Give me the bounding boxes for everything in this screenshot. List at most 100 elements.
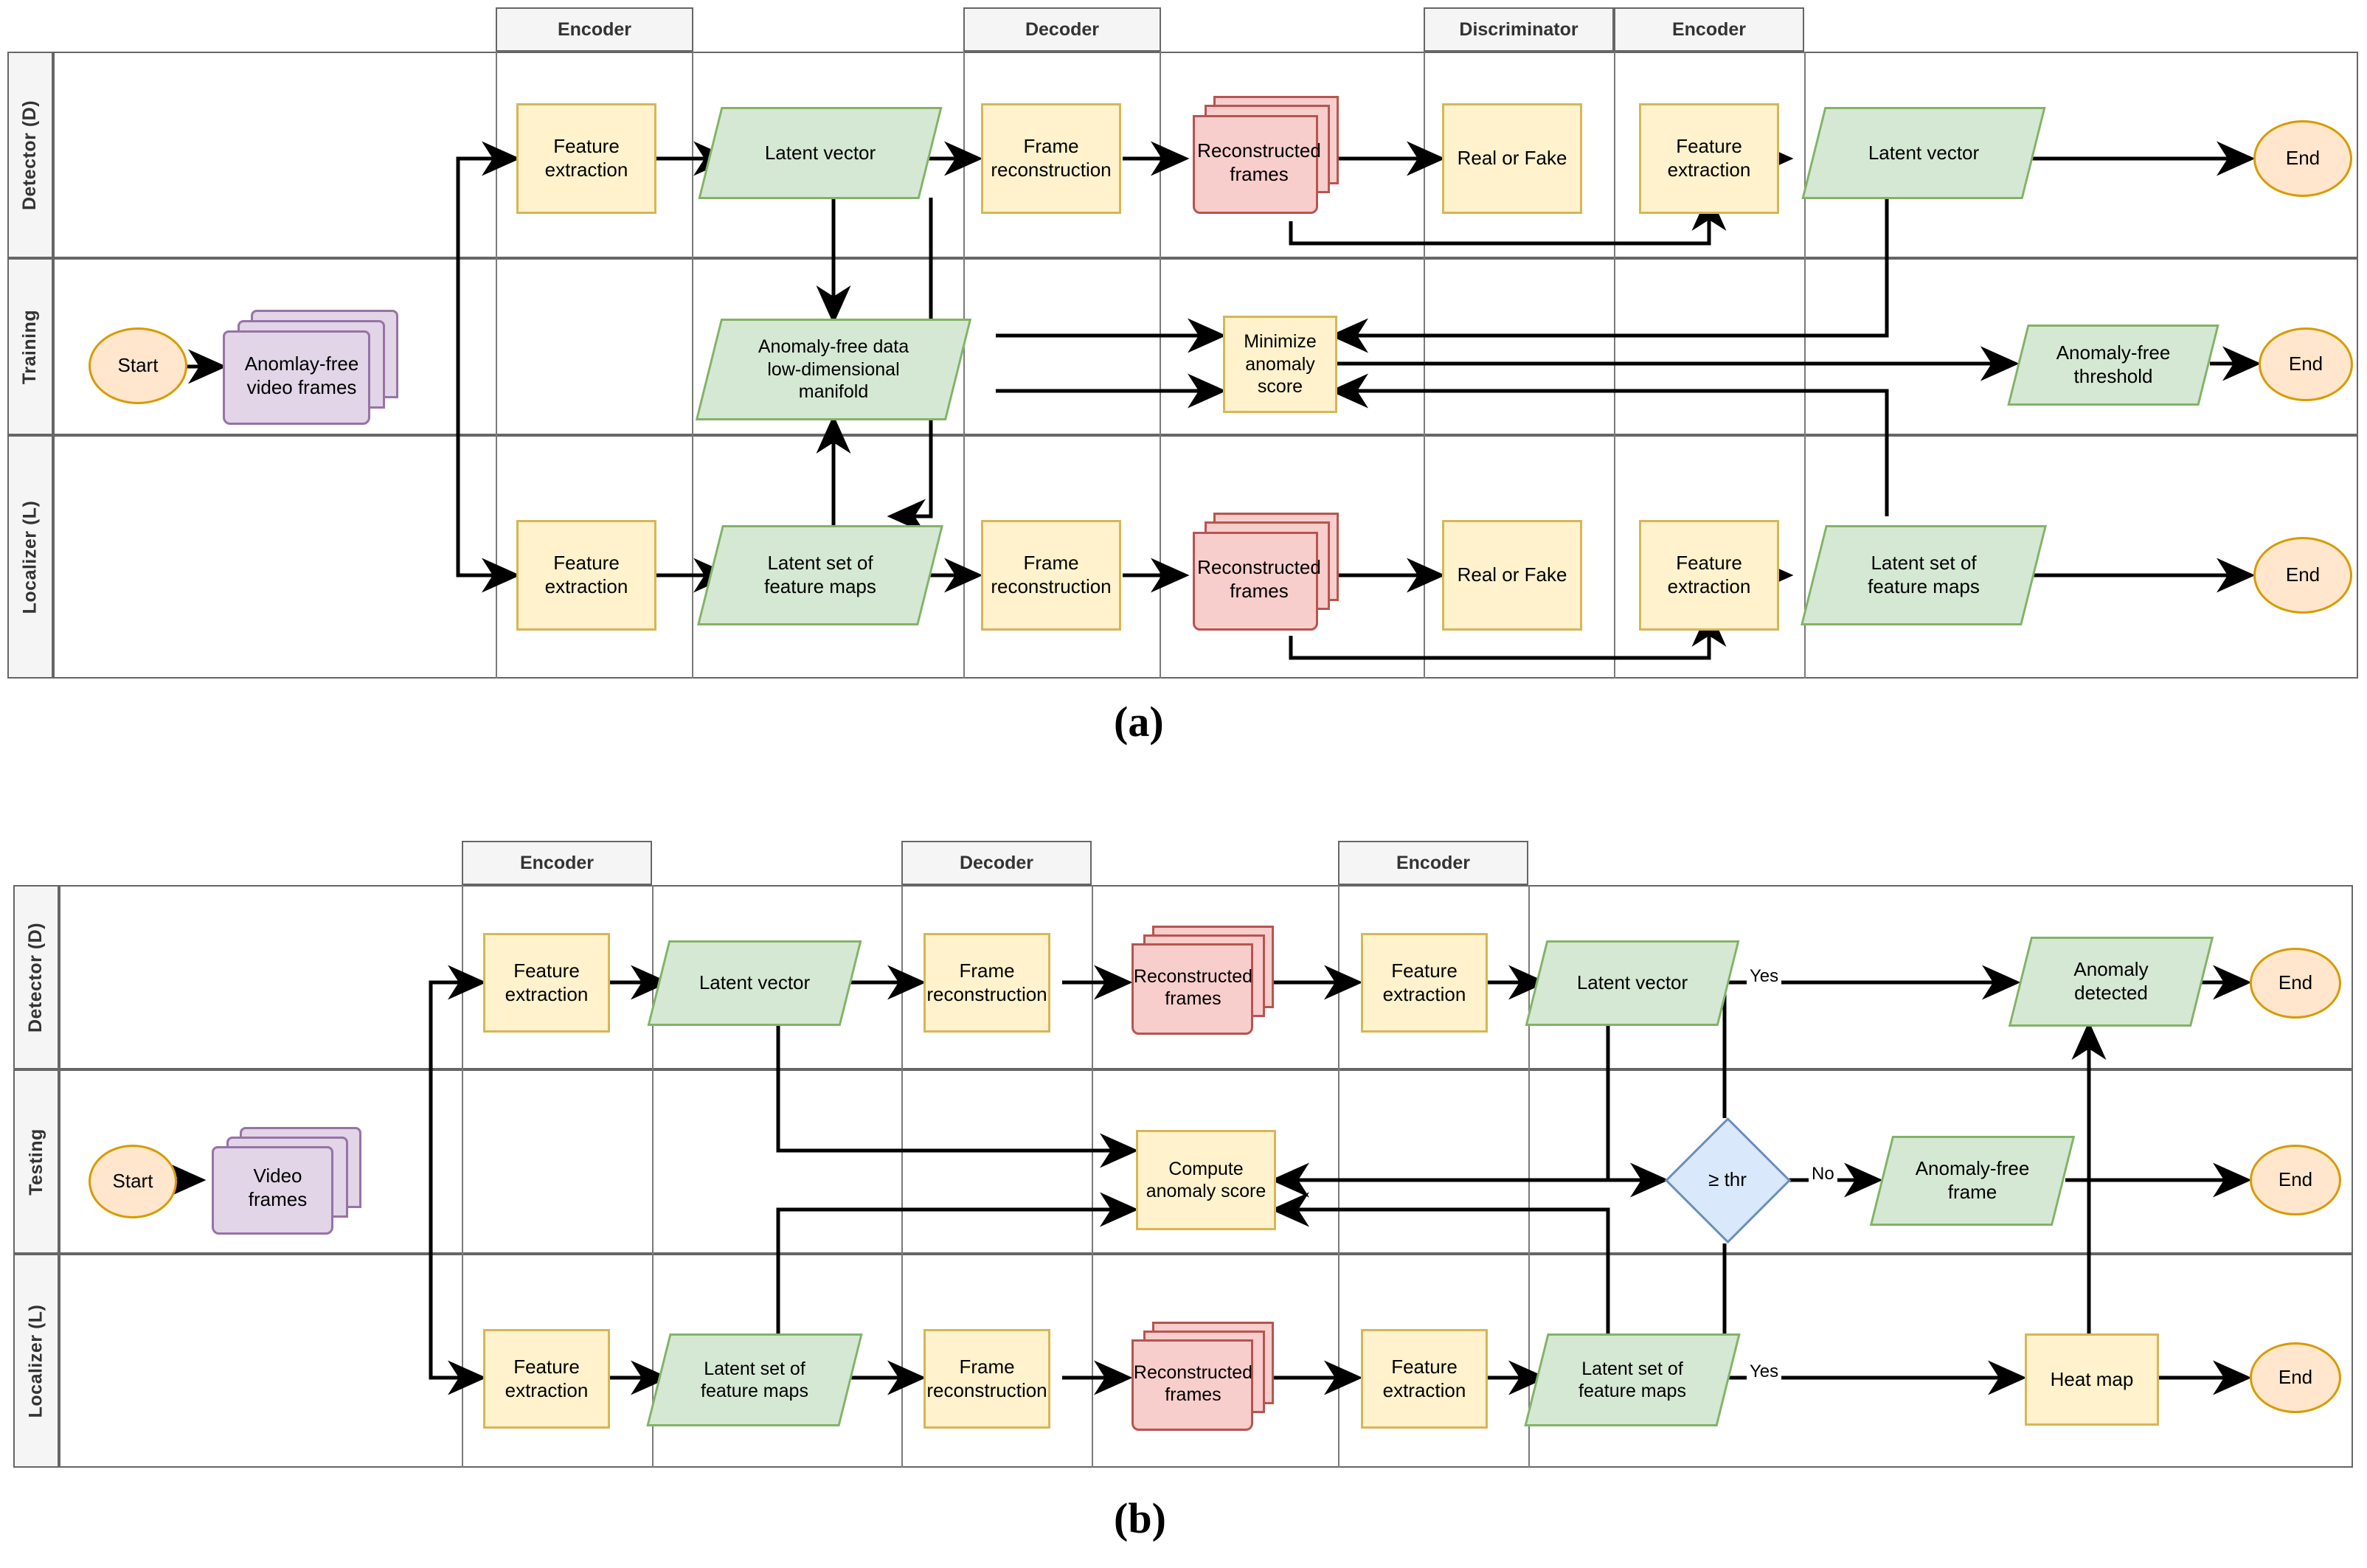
caption-a: (a): [1114, 698, 1164, 746]
column-divider: [901, 885, 903, 1468]
node-label: Anomaly detected: [2073, 958, 2149, 1004]
node-label: Feature extraction: [1667, 135, 1751, 181]
node-label: Feature extraction: [1382, 959, 1466, 1005]
node-start[interactable]: Start: [89, 327, 187, 404]
node-feature-extraction-2[interactable]: Feature extraction: [1361, 933, 1488, 1033]
node-feature-extraction-loc[interactable]: Feature extraction: [516, 520, 656, 631]
edge-label-no: No: [1809, 1164, 1837, 1184]
node-frame-reconstruction-loc[interactable]: Frame reconstruction: [981, 520, 1121, 631]
node-latent-vector[interactable]: Latent vector: [647, 940, 862, 1026]
node-label: Latent vector: [1576, 971, 1688, 994]
node-latent-set-of-feature-maps-2[interactable]: Latent set of feature maps: [1524, 1333, 1741, 1426]
node-latent-set-of-feature-maps[interactable]: Latent set of feature maps: [697, 525, 943, 625]
node-reconstructed-frames-loc[interactable]: Reconstructed frames: [1130, 1322, 1274, 1440]
node-label: Anomaly-free frame: [1915, 1157, 2030, 1203]
node-label: ≥ thr: [1708, 1168, 1747, 1191]
node-label: Real or Fake: [1457, 563, 1567, 586]
column-divider: [963, 52, 965, 679]
node-video-frames[interactable]: Video frames: [210, 1127, 369, 1238]
node-latent-vector-2[interactable]: Latent vector: [1525, 940, 1740, 1026]
node-label: Video frames: [248, 1165, 308, 1210]
node-latent-vector-2[interactable]: Latent vector: [1801, 107, 2046, 199]
node-minimize-anomaly-score[interactable]: Minimize anomaly score: [1223, 316, 1337, 413]
node-feature-extraction[interactable]: Feature extraction: [516, 103, 656, 214]
stack-sheet-1: [1193, 115, 1318, 214]
node-label: Real or Fake: [1457, 147, 1567, 170]
column-divider: [496, 52, 497, 679]
node-feature-extraction-loc[interactable]: Feature extraction: [483, 1329, 610, 1429]
node-reconstructed-frames[interactable]: Reconstructed frames: [1191, 96, 1339, 221]
node-label: Latent set of feature maps: [701, 1358, 808, 1402]
lane-label-testing: Testing: [13, 1069, 59, 1254]
node-label: Feature extraction: [544, 552, 628, 597]
node-frame-reconstruction[interactable]: Frame reconstruction: [923, 933, 1050, 1033]
node-latent-vector[interactable]: Latent vector: [698, 107, 943, 199]
node-label: Feature extraction: [505, 959, 589, 1005]
column-header-decoder: Decoder: [901, 841, 1092, 885]
node-heat-map[interactable]: Heat map: [2025, 1333, 2159, 1426]
lane-label-detector: Detector (D): [7, 52, 53, 258]
node-feature-extraction-2[interactable]: Feature extraction: [1639, 103, 1779, 214]
stack-sheet-1: [1193, 532, 1318, 631]
column-divider: [1092, 885, 1093, 1468]
node-label: Frame reconstruction: [991, 135, 1112, 181]
caption-b: (b): [1114, 1494, 1166, 1542]
node-end-training[interactable]: End: [2259, 327, 2353, 401]
node-label: Latent set of feature maps: [1578, 1358, 1686, 1402]
node-label: Frame reconstruction: [991, 552, 1112, 597]
node-reconstructed-frames-loc[interactable]: Reconstructed frames: [1191, 513, 1339, 638]
node-end-testing[interactable]: End: [2250, 1145, 2341, 1215]
node-anomaly-free-frame[interactable]: Anomaly-free frame: [1869, 1136, 2076, 1226]
node-feature-extraction-2-loc[interactable]: Feature extraction: [1361, 1329, 1488, 1429]
node-anomaly-free-manifold[interactable]: Anomaly-free data low-dimensional manifo…: [695, 319, 972, 420]
node-reconstructed-frames[interactable]: Reconstructed frames: [1130, 926, 1274, 1044]
node-anomaly-detected[interactable]: Anomaly detected: [2008, 937, 2214, 1027]
edge-label-yes-bottom: Yes: [1747, 1361, 1782, 1382]
lane-label-training: Training: [7, 258, 53, 435]
node-label: Reconstructed frames: [1133, 965, 1253, 1010]
node-label: End: [2278, 971, 2313, 994]
edge-label-yes-top: Yes: [1747, 966, 1782, 987]
node-end-detector[interactable]: End: [2250, 948, 2341, 1019]
column-divider: [1160, 52, 1161, 679]
node-label: Anomlay-free video frames: [244, 353, 359, 398]
node-label: End: [2278, 1366, 2313, 1389]
stack-sheet-1: [1131, 1339, 1253, 1431]
node-frame-reconstruction[interactable]: Frame reconstruction: [981, 103, 1121, 214]
node-label: Feature extraction: [544, 135, 628, 181]
column-divider: [1338, 885, 1340, 1468]
node-real-or-fake-loc[interactable]: Real or Fake: [1442, 520, 1582, 631]
node-label: Feature extraction: [1667, 552, 1751, 597]
node-real-or-fake[interactable]: Real or Fake: [1442, 103, 1582, 214]
node-anomaly-free-video-frames[interactable]: Anomlay-free video frames: [221, 310, 406, 428]
node-label: End: [2285, 563, 2321, 586]
node-end[interactable]: End: [2253, 120, 2352, 197]
node-start[interactable]: Start: [89, 1145, 177, 1218]
node-label: End: [2285, 147, 2321, 170]
node-latent-set-of-feature-maps-2[interactable]: Latent set of feature maps: [1801, 525, 2047, 625]
node-label: End: [2278, 1168, 2313, 1191]
node-label: End: [2288, 353, 2323, 375]
column-divider: [1528, 885, 1530, 1468]
column-header-encoder-1: Encoder: [462, 841, 652, 885]
node-label: Feature extraction: [1382, 1355, 1466, 1401]
node-end-localizer[interactable]: End: [2250, 1342, 2341, 1413]
stack-sheet-1: [1131, 943, 1253, 1035]
node-decision-threshold[interactable]: ≥ thr: [1664, 1117, 1791, 1243]
node-feature-extraction[interactable]: Feature extraction: [483, 933, 610, 1033]
node-anomaly-free-threshold[interactable]: Anomaly-free threshold: [2007, 325, 2219, 406]
node-label: Compute anomaly score: [1146, 1158, 1266, 1202]
node-label: Latent set of feature maps: [1868, 552, 1980, 597]
node-frame-reconstruction-loc[interactable]: Frame reconstruction: [923, 1329, 1050, 1429]
node-feature-extraction-2-loc[interactable]: Feature extraction: [1639, 520, 1779, 631]
node-label: Anomaly-free threshold: [2056, 341, 2171, 387]
column-header-encoder-2: Encoder: [1338, 841, 1528, 885]
node-latent-set-of-feature-maps[interactable]: Latent set of feature maps: [646, 1333, 863, 1426]
column-header-encoder-1: Encoder: [496, 7, 693, 52]
column-header-decoder: Decoder: [963, 7, 1161, 52]
node-compute-anomaly-score[interactable]: Compute anomaly score: [1136, 1130, 1276, 1230]
node-end-localizer[interactable]: End: [2253, 537, 2352, 614]
node-label: Reconstructed frames: [1197, 139, 1321, 185]
node-label: Latent vector: [1868, 141, 1980, 164]
